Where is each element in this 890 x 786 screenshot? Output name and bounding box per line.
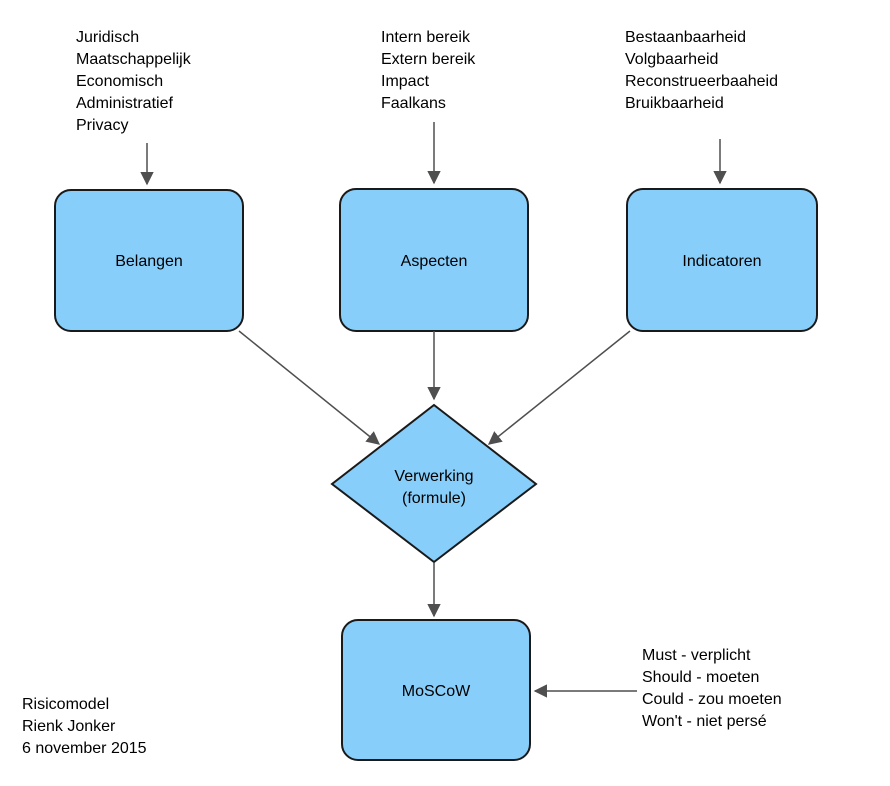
verwerking-label-line2: (formule) [402,490,466,507]
list-item: Intern bereik [381,29,471,46]
list-item: Extern bereik [381,51,476,68]
arrow-belangen-to-verwerking [238,330,381,445]
verwerking-label-line1: Verwerking [394,468,473,485]
belangen-input-list: Juridisch Maatschappelijk Economisch Adm… [76,29,192,134]
indicatoren-box [626,188,818,332]
list-item: Impact [381,73,430,90]
indicatoren-input-list: Bestaanbaarheid Volgbaarheid Reconstruee… [625,29,778,112]
node-moscow: MoSCoW [341,619,531,761]
verwerking-diamond [330,403,538,564]
list-item: Should - moeten [642,669,759,686]
node-belangen: Belangen [54,189,244,332]
list-item: Must - verplicht [642,647,751,664]
node-verwerking: Verwerking (formule) [330,403,538,564]
list-item: Bestaanbaarheid [625,29,746,46]
footer-title: Risicomodel [22,696,109,713]
moscow-label: MoSCoW [402,683,471,700]
list-item: Could - zou moeten [642,691,782,708]
node-aspecten: Aspecten [339,188,529,332]
belangen-box [54,189,244,332]
moscow-box [341,619,531,761]
list-item: Faalkans [381,95,446,112]
list-item: Maatschappelijk [76,51,192,68]
indicatoren-label: Indicatoren [682,253,761,270]
list-item: Juridisch [76,29,139,46]
footer-author: Rienk Jonker [22,718,116,735]
list-item: Administratief [76,95,173,112]
footer-date: 6 november 2015 [22,740,147,757]
belangen-label: Belangen [115,253,183,270]
arrow-indicatoren-to-verwerking [487,330,631,445]
list-item: Reconstrueerbaaheid [625,73,778,90]
list-item: Economisch [76,73,163,90]
list-item: Won't - niet persé [642,713,767,730]
footer-credit: Risicomodel Rienk Jonker 6 november 2015 [22,696,147,757]
moscow-legend-list: Must - verplicht Should - moeten Could -… [642,647,782,730]
aspecten-input-list: Intern bereik Extern bereik Impact Faalk… [381,29,476,112]
node-indicatoren: Indicatoren [626,188,818,332]
list-item: Bruikbaarheid [625,95,724,112]
list-item: Privacy [76,117,128,134]
list-item: Volgbaarheid [625,51,718,68]
aspecten-label: Aspecten [401,253,468,270]
